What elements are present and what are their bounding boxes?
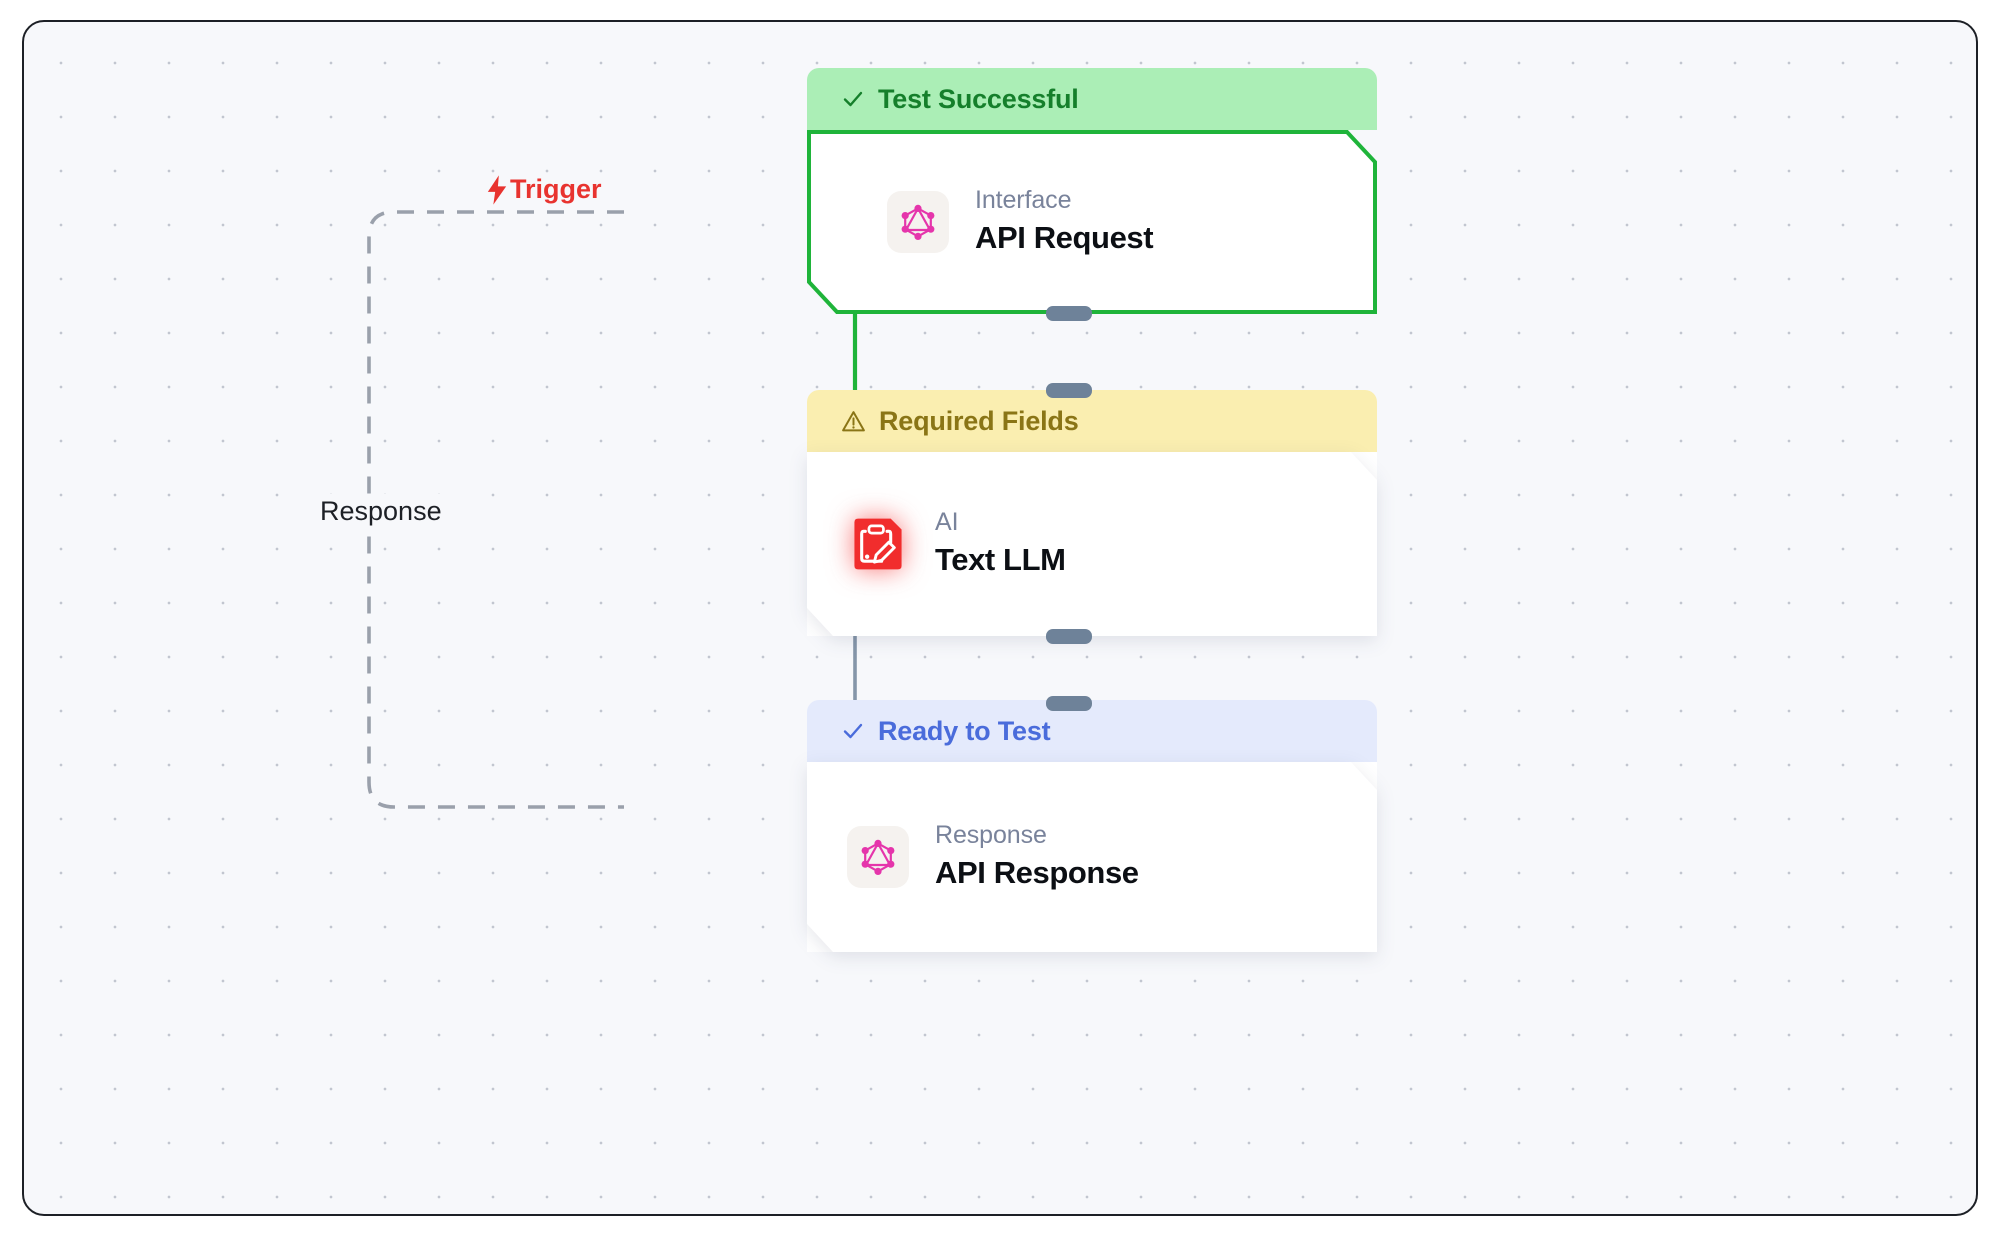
node-handle-bottom[interactable] [1046, 629, 1092, 644]
node-category: AI [935, 508, 959, 537]
node-category: Response [935, 821, 1047, 850]
node-card-outline [807, 762, 1377, 952]
node-handle-bottom[interactable] [1046, 306, 1092, 321]
edge-label-trigger-text: Trigger [510, 174, 602, 204]
node-card-api-response[interactable]: Response API Response [807, 762, 1377, 952]
node-handle-top[interactable] [1046, 383, 1092, 398]
clipboard-pencil-icon [847, 513, 909, 575]
status-badge-required-fields: Required Fields [807, 390, 1377, 452]
status-badge-label: Required Fields [879, 405, 1079, 436]
node-card-outline [807, 130, 1377, 314]
node-title: API Request [975, 220, 1154, 256]
node-title: Text LLM [935, 542, 1066, 578]
node-category: Interface [975, 186, 1072, 215]
status-badge-label: Ready to Test [878, 715, 1051, 746]
warning-triangle-icon [841, 409, 866, 434]
node-handle-top[interactable] [1046, 696, 1092, 711]
node-card-outline [807, 452, 1377, 636]
node-labels: AI Text LLM [935, 507, 1066, 581]
lightning-bolt-icon [486, 174, 508, 205]
node-labels: Response API Response [935, 820, 1139, 894]
node-card-text-llm[interactable]: AI Text LLM [807, 452, 1377, 636]
node-api-request[interactable]: Test Successful [807, 68, 1377, 321]
node-labels: Interface API Request [975, 185, 1154, 259]
node-text-llm[interactable]: Required Fields [807, 383, 1377, 644]
edge-label-response: Response [312, 494, 450, 529]
edge-label-trigger: Trigger [486, 174, 602, 205]
graphql-icon [847, 826, 909, 888]
status-badge-ready-to-test: Ready to Test [807, 700, 1377, 762]
node-card-api-request[interactable]: Interface API Request [807, 130, 1377, 314]
graphql-icon [887, 191, 949, 253]
status-badge-test-successful: Test Successful [807, 68, 1377, 130]
status-badge-label: Test Successful [878, 83, 1079, 114]
workflow-canvas[interactable]: Trigger Response Test Successful [22, 20, 1978, 1216]
node-api-response[interactable]: Ready to Test [807, 696, 1377, 952]
check-icon [841, 87, 865, 111]
edge-label-response-text: Response [320, 496, 442, 526]
check-icon [841, 719, 865, 743]
node-title: API Response [935, 855, 1139, 891]
